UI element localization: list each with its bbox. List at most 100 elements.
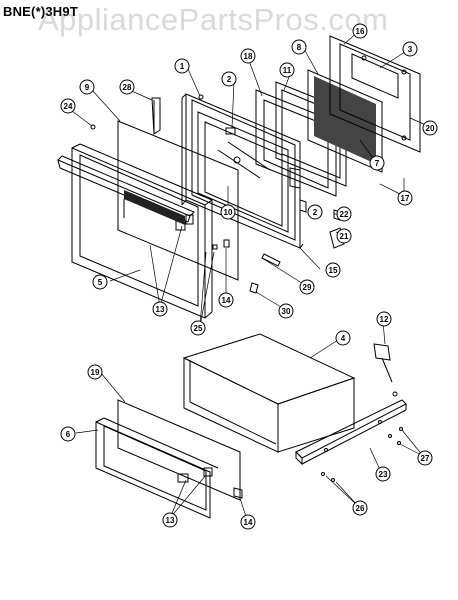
callout-12: 12 <box>376 311 392 327</box>
callout-circle <box>402 41 418 57</box>
callout-number: 13 <box>166 516 175 525</box>
callout-number: 3 <box>408 45 413 54</box>
callout-5: 5 <box>92 274 108 290</box>
callout-circle <box>221 71 237 87</box>
callout-circle <box>352 23 368 39</box>
callout-2: 2 <box>221 71 237 87</box>
callout-number: 23 <box>379 470 388 479</box>
callout-number: 22 <box>340 210 349 219</box>
callout-27: 27 <box>417 450 433 466</box>
callout-number: 1 <box>180 62 185 71</box>
callout-number: 26 <box>356 504 365 513</box>
callout-circle <box>87 364 103 380</box>
callout-circle <box>174 58 190 74</box>
callout-circle <box>336 206 352 222</box>
callout-circle <box>397 190 413 206</box>
callout-number: 28 <box>123 83 132 92</box>
callout-number: 15 <box>329 266 338 275</box>
inner-door-frame <box>181 93 304 249</box>
drawer-hardware <box>233 391 403 499</box>
callout-number: 2 <box>313 208 318 217</box>
callout-26: 26 <box>352 500 368 516</box>
door-hinge <box>289 167 307 213</box>
callout-bubbles: 1223456789101112131314141516171819202122… <box>60 23 438 530</box>
callout-number: 29 <box>303 283 312 292</box>
callout-number: 4 <box>341 334 346 343</box>
callout-circle <box>369 155 385 171</box>
callout-number: 19 <box>91 368 100 377</box>
callout-circle <box>335 330 351 346</box>
callout-circle <box>375 466 391 482</box>
callout-18: 18 <box>240 48 256 64</box>
callout-13-2: 13 <box>162 512 178 528</box>
callout-circle <box>279 62 295 78</box>
callout-circle <box>352 500 368 516</box>
oven-window-frame <box>255 89 337 197</box>
callout-number: 9 <box>85 83 90 92</box>
callout-number: 2 <box>227 75 232 84</box>
callout-number: 20 <box>426 124 435 133</box>
callout-number: 30 <box>282 307 291 316</box>
callout-circle <box>220 204 236 220</box>
callout-19: 19 <box>87 364 103 380</box>
callout-circle <box>152 301 168 317</box>
callout-number: 27 <box>421 454 430 463</box>
callout-number: 11 <box>283 66 292 75</box>
callout-10: 10 <box>220 204 236 220</box>
callout-8: 8 <box>291 39 307 55</box>
callout-number: 8 <box>297 43 302 52</box>
callout-circle <box>307 204 323 220</box>
callout-number: 17 <box>401 194 410 203</box>
callout-circle <box>60 98 76 114</box>
callout-11: 11 <box>279 62 295 78</box>
callout-30: 30 <box>278 303 294 319</box>
callout-24: 24 <box>60 98 76 114</box>
callout-number: 10 <box>224 208 233 217</box>
callout-number: 6 <box>66 430 71 439</box>
callout-circle <box>218 292 234 308</box>
callout-6: 6 <box>60 426 76 442</box>
callout-22: 22 <box>336 206 352 222</box>
callout-circle <box>278 303 294 319</box>
callout-number: 24 <box>64 102 73 111</box>
callout-circle <box>291 39 307 55</box>
callout-number: 12 <box>380 315 389 324</box>
callout-circle <box>119 79 135 95</box>
callout-7: 7 <box>369 155 385 171</box>
callout-14-2: 14 <box>240 514 256 530</box>
callout-13: 13 <box>152 301 168 317</box>
callout-number: 16 <box>356 27 365 36</box>
callout-number: 13 <box>156 305 165 314</box>
callout-4: 4 <box>335 330 351 346</box>
callout-number: 18 <box>244 52 253 61</box>
callout-14: 14 <box>218 292 234 308</box>
callout-23: 23 <box>375 466 391 482</box>
callout-25: 25 <box>190 320 206 336</box>
door-liner <box>307 69 383 173</box>
drawer-slide-rail <box>295 399 407 466</box>
callout-circle <box>190 320 206 336</box>
callout-circle <box>162 512 178 528</box>
callout-2-2: 2 <box>307 204 323 220</box>
callout-17: 17 <box>397 190 413 206</box>
callout-circle <box>92 274 108 290</box>
callout-number: 14 <box>222 296 231 305</box>
callout-number: 5 <box>98 278 103 287</box>
storage-drawer <box>182 333 356 453</box>
callout-number: 21 <box>340 232 349 241</box>
callout-1: 1 <box>174 58 190 74</box>
drawer-front-panel <box>95 399 241 519</box>
callout-circle <box>240 48 256 64</box>
callout-circle <box>376 311 392 327</box>
callout-number: 25 <box>194 324 203 333</box>
drawer-glide <box>373 343 393 383</box>
model-number-label: BNE(*)3H9T <box>3 4 78 19</box>
callout-number: 7 <box>375 159 380 168</box>
watermark-text: AppliancePartsPros.com <box>38 2 389 37</box>
callout-circle <box>299 279 315 295</box>
door-trim-strip <box>151 97 161 135</box>
callout-20: 20 <box>422 120 438 136</box>
callout-29: 29 <box>299 279 315 295</box>
